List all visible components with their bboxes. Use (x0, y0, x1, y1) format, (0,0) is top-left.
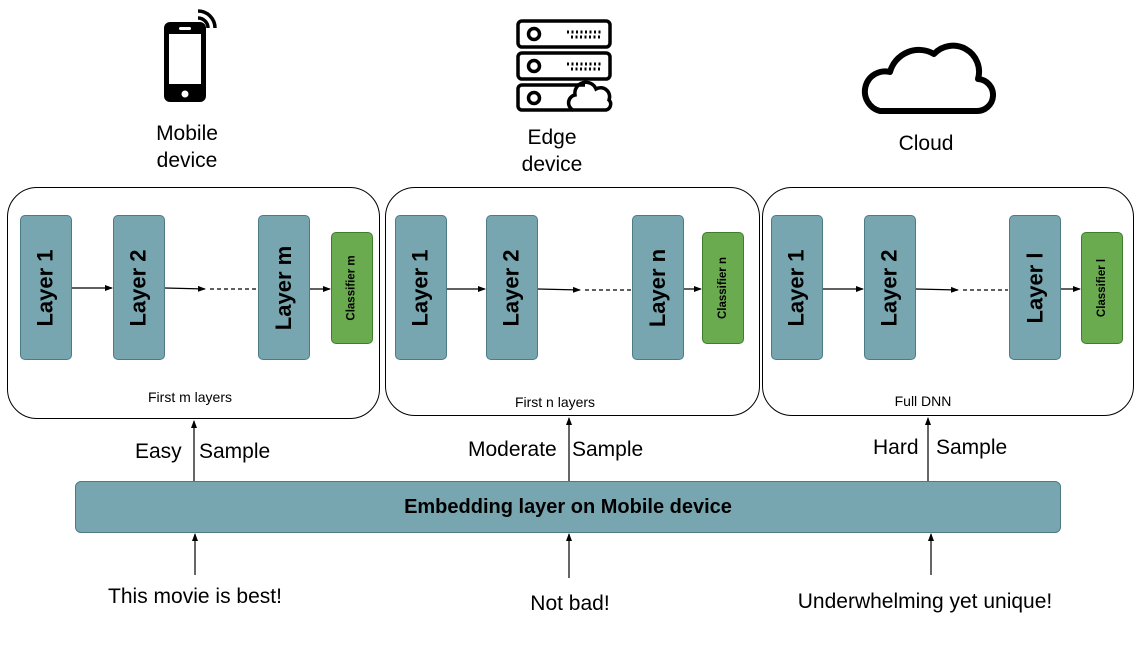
edge-caption: First n layers (514, 394, 596, 410)
smartphone-icon (164, 9, 217, 102)
cloud-classifier: Classifier l (1081, 232, 1123, 344)
mobile-layer-1: Layer 1 (20, 215, 72, 360)
input-sentence-easy: This movie is best! (108, 585, 282, 608)
cloud-layer-1: Layer 1 (771, 215, 823, 360)
cloud-layer-2: Layer 2 (864, 215, 916, 360)
easy-sample-label: Sample (199, 440, 271, 463)
input-sentence-hard: Underwhelming yet unique! (797, 590, 1053, 613)
cloud-layer-l: Layer l (1009, 215, 1061, 360)
mobile-caption: First m layers (148, 389, 232, 405)
cloud-caption: Full DNN (894, 393, 952, 409)
edge-device-label: Edge device (521, 126, 583, 176)
edge-layer-2: Layer 2 (486, 215, 538, 360)
easy-label: Easy (135, 440, 182, 463)
hard-label: Hard (873, 436, 919, 459)
edge-panel (385, 187, 760, 416)
moderate-sample-label: Sample (572, 438, 644, 461)
input-sentence-moderate: Not bad! (530, 592, 610, 615)
embedding-layer: Embedding layer on Mobile device (75, 481, 1061, 533)
mobile-device-label: Mobile device (156, 122, 218, 172)
edge-classifier: Classifier n (702, 232, 744, 344)
cloud-icon (861, 42, 996, 115)
cloud-label: Cloud (898, 132, 954, 155)
mobile-layer-m: Layer m (258, 215, 310, 360)
server-rack-icon (516, 19, 613, 112)
edge-layer-1: Layer 1 (395, 215, 447, 360)
moderate-label: Moderate (468, 438, 557, 461)
mobile-layer-2: Layer 2 (113, 215, 165, 360)
edge-layer-n: Layer n (632, 215, 684, 360)
mobile-classifier: Classifier m (331, 232, 373, 344)
cloud-panel (762, 187, 1134, 416)
hard-sample-label: Sample (936, 436, 1008, 459)
